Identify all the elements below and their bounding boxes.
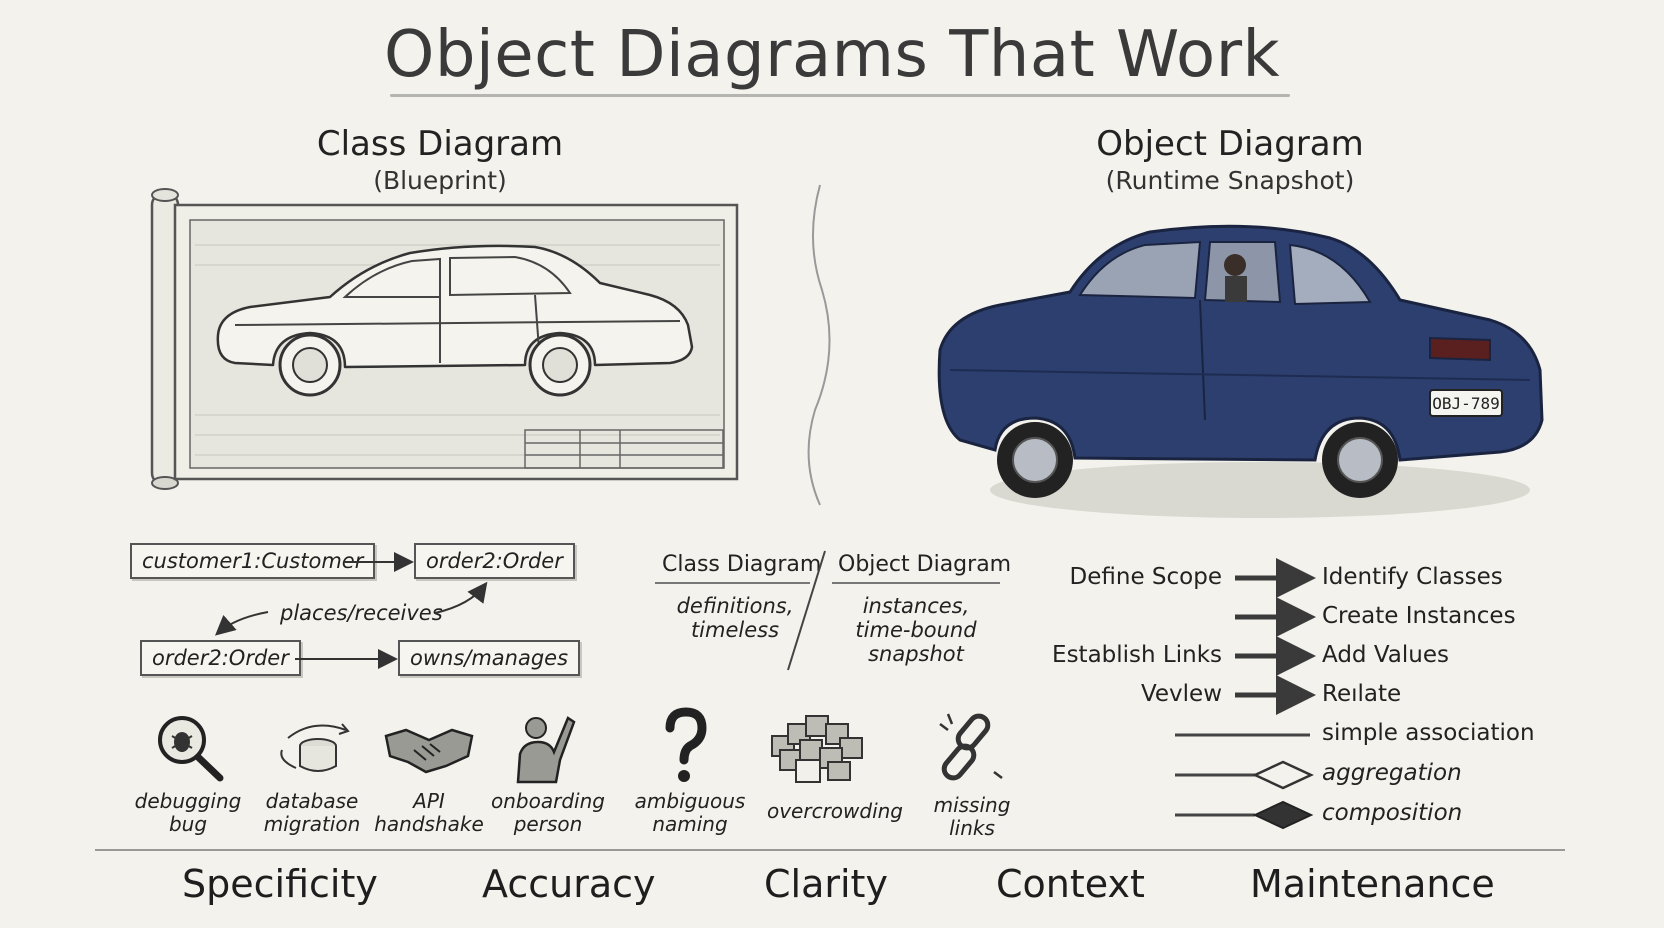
class-diagram-heading: Class Diagram [316,124,564,164]
license-plate-text: OBJ-789 [1432,394,1499,413]
flow-step-add-values: Add Values [1322,642,1449,668]
comparison-object-text: instances, time-bound snapshot [855,594,977,666]
principle-maintenance: Maintenance [1250,862,1495,906]
title-underline [390,94,1290,97]
comparison-slash [787,550,826,671]
link-label: places/receives [280,601,443,625]
handshake-icon [384,728,474,774]
use-case-overcrowding-label: overcrowding [766,799,904,823]
principles-divider [95,849,1565,851]
page-title: Object Diagrams That Work [383,18,1281,92]
comparison-class-heading: Class Diagram [662,552,822,577]
blueprint-car-illustration [150,188,739,490]
principle-accuracy: Accuracy [482,862,656,906]
flow-step-establish-links: Establish Links [1052,642,1222,668]
owns-manages-box: owns/manages [398,640,581,676]
flow-step-define-scope: Define Scope [1069,564,1222,590]
flow-step-relate: Reılate [1322,681,1402,707]
comparison-object-heading: Object Diagram [838,552,1012,577]
broken-chain-icon [939,713,1003,781]
runtime-car-illustration: OBJ-789 [937,224,1544,518]
hollow-diamond-icon [1252,760,1314,790]
principle-context: Context [996,862,1145,906]
object-diagram-subheading: (Runtime Snapshot) [1105,166,1355,195]
class-diagram-subheading: (Blueprint) [373,166,507,195]
crowded-boxes-icon [771,715,863,783]
comparison-class-text: definitions, timeless [676,594,794,642]
section-divider-line [807,184,831,506]
legend-simple-association: simple association [1322,720,1535,746]
filled-diamond-icon [1252,800,1314,830]
legend-composition: composition [1322,800,1463,826]
object-diagram-heading: Object Diagram [1096,124,1364,164]
order-object-box-bottom: order2:Order [140,640,301,676]
customer-object-box: customer1:Customer [130,543,376,579]
comparison-rule-right [832,582,1000,584]
flow-step-review: Vevlew [1140,681,1222,707]
order-object-box-top: order2:Order [414,543,575,579]
waving-person-icon [516,716,576,784]
comparison-rule-left [655,582,810,584]
magnifier-bug-icon [158,716,224,782]
principle-specificity: Specificity [182,862,378,906]
legend-aggregation: aggregation [1322,760,1462,786]
database-migration-icon [280,723,350,772]
flow-step-identify-classes: Identify Classes [1322,564,1503,590]
flow-step-create-instances: Create Instances [1322,603,1516,629]
principle-clarity: Clarity [764,862,888,906]
question-mark-icon [665,707,707,782]
